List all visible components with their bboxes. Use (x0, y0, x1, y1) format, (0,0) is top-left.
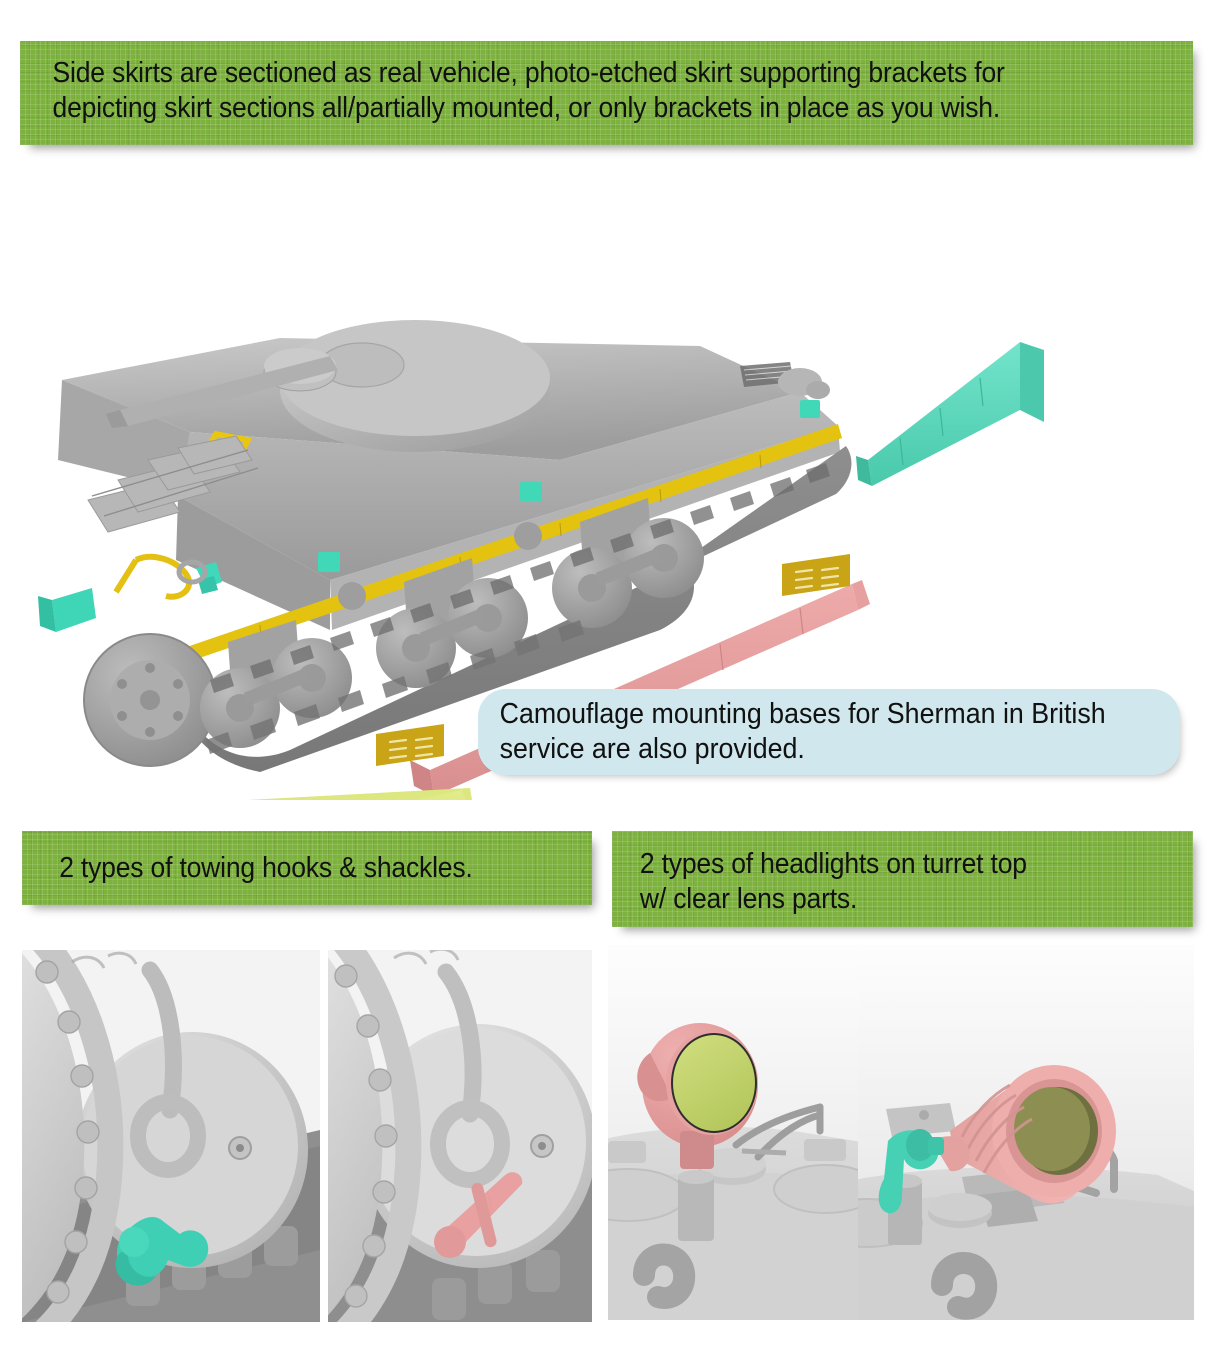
banner-headlights-text: 2 types of headlights on turret top w/ c… (612, 831, 1152, 917)
render-towing-hook-teal (22, 950, 320, 1322)
banner-towing-hooks-text: 2 types of towing hooks & shackles. (59, 852, 473, 884)
towing-hook-teal-part (115, 1216, 209, 1286)
track-and-suspension (83, 446, 852, 772)
photo-etched-bracket-lower (376, 724, 444, 766)
callout-camouflage-line1: Camouflage mounting bases for Sherman in… (499, 698, 1106, 730)
render-headlight-clear-lens (608, 945, 858, 1320)
flange-bolts (35, 960, 100, 1304)
callout-camouflage-bases: Camouflage mounting bases for Sherman in… (478, 689, 1180, 775)
banner-side-skirts-line1: Side skirts are sectioned as real vehicl… (52, 57, 1005, 89)
callout-camouflage-line2: service are also provided. (499, 733, 805, 765)
teal-bracket-3 (800, 400, 820, 418)
callout-camouflage-text: Camouflage mounting bases for Sherman in… (478, 689, 1138, 767)
spare-track-links (87, 435, 253, 533)
yellow-skirt-rail (172, 424, 842, 666)
banner-side-skirts-line2: depicting skirt sections all/partially m… (52, 92, 1001, 124)
yellow-tow-cable (113, 553, 193, 600)
teal-bracket-corner (38, 588, 96, 632)
headlight-guard-ribbed-pink (932, 1065, 1116, 1204)
banner-side-skirts-text: Side skirts are sectioned as real vehicl… (20, 41, 1111, 126)
render-headlight-ribbed-guard (858, 945, 1194, 1320)
skirt-section-teal (856, 342, 1044, 486)
teal-bracket-1 (318, 552, 340, 572)
banner-headlights-line2: w/ clear lens parts. (639, 883, 858, 915)
render-towing-hook-pink (328, 950, 592, 1322)
headlight-teal-fitting (878, 1129, 944, 1214)
banner-side-skirts: Side skirts are sectioned as real vehicl… (20, 41, 1193, 145)
headlight-clear-lens (671, 1033, 757, 1133)
shackle-pin-pink (434, 1172, 523, 1258)
banner-headlights-line1: 2 types of headlights on turret top (639, 848, 1027, 880)
photo-etched-bracket-upper (782, 554, 850, 596)
teal-bracket-2 (520, 482, 542, 501)
camo-mounting-base (248, 788, 472, 800)
flange-bolts (334, 964, 398, 1308)
banner-towing-hooks: 2 types of towing hooks & shackles. (22, 831, 592, 905)
banner-headlights: 2 types of headlights on turret top w/ c… (612, 831, 1193, 927)
